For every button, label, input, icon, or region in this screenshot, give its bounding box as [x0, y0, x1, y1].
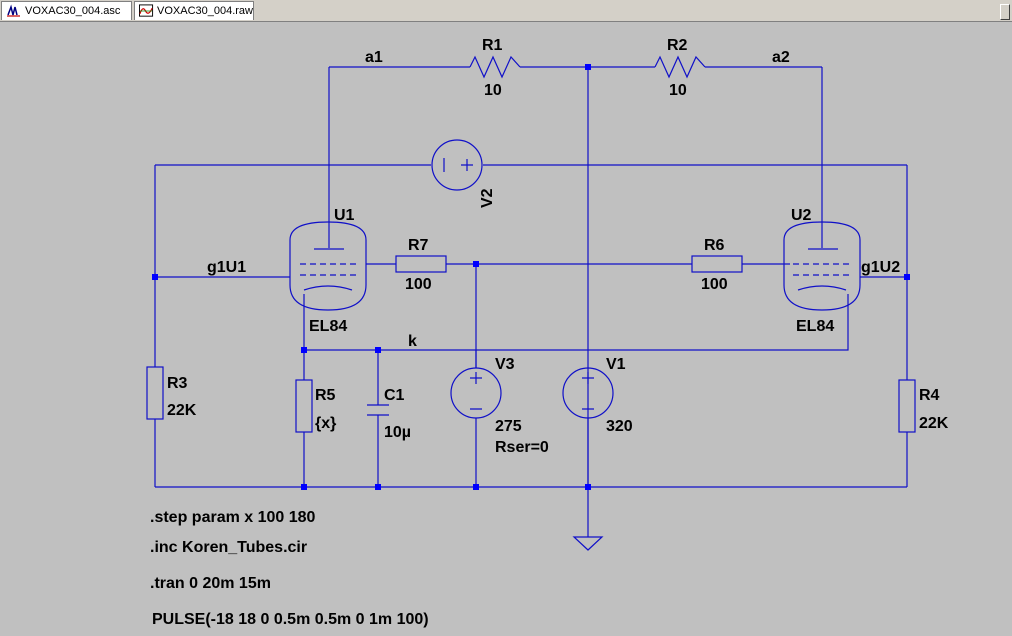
- r2-name: R2: [667, 37, 688, 54]
- spice-directive-tran[interactable]: .tran 0 20m 15m: [150, 575, 271, 592]
- wire-v2-rail: [154, 164, 908, 277]
- u2-value: EL84: [796, 318, 834, 335]
- r4-name: R4: [919, 387, 940, 404]
- r5-name: R5: [315, 387, 336, 404]
- wire-grid-nets: [154, 263, 908, 487]
- resistor-r6[interactable]: [691, 255, 743, 273]
- waveform-icon: [139, 4, 154, 17]
- spice-directive-include[interactable]: .inc Koren_Tubes.cir: [150, 539, 308, 556]
- v3-name: V3: [495, 356, 515, 373]
- junction: [375, 347, 381, 353]
- tab-waveform[interactable]: VOXAC30_004.raw: [134, 1, 254, 20]
- c1-value: 10µ: [384, 424, 411, 441]
- r7-value: 100: [405, 276, 432, 293]
- net-label-g1u1: g1U1: [207, 259, 246, 276]
- capacitor-c1[interactable]: [367, 404, 389, 416]
- voltage-source-v2[interactable]: [431, 139, 483, 191]
- junction: [375, 484, 381, 490]
- junction: [904, 274, 910, 280]
- u1-value: EL84: [309, 318, 347, 335]
- wire-ground-rail: [155, 418, 907, 537]
- tube-u1[interactable]: [289, 221, 367, 311]
- junction: [301, 347, 307, 353]
- net-label-k: k: [408, 333, 417, 350]
- r5-value: {x}: [315, 415, 336, 432]
- junction: [473, 484, 479, 490]
- schematic-canvas[interactable]: a1 a2 R1 10 R2 10 V2 U1 U2 R7 100 R6 100…: [0, 22, 1012, 636]
- voltage-source-v3[interactable]: [450, 367, 502, 419]
- resistor-r3[interactable]: [146, 366, 164, 420]
- c1-name: C1: [384, 387, 405, 404]
- spice-directive-pulse[interactable]: PULSE(-18 18 0 0.5m 0.5m 0 1m 100): [152, 611, 429, 628]
- net-label-a1: a1: [365, 49, 383, 66]
- r1-name: R1: [482, 37, 503, 54]
- r3-value: 22K: [167, 402, 197, 419]
- r1-value: 10: [484, 82, 502, 99]
- spice-directive-step[interactable]: .step param x 100 180: [150, 509, 316, 526]
- ground-symbol: [572, 536, 604, 551]
- tab-label: VOXAC30_004.asc: [25, 5, 121, 17]
- v3-rser: Rser=0: [495, 439, 549, 456]
- junction-dots: [152, 64, 910, 490]
- resistor-r2[interactable]: [654, 55, 706, 79]
- tube-u2[interactable]: [783, 221, 861, 311]
- r6-value: 100: [701, 276, 728, 293]
- v1-value: 320: [606, 418, 633, 435]
- schematic-icon: [7, 4, 20, 17]
- v1-name: V1: [606, 356, 626, 373]
- net-label-g1u2: g1U2: [861, 259, 900, 276]
- tab-label: VOXAC30_004.raw: [157, 5, 253, 17]
- tab-schematic[interactable]: VOXAC30_004.asc: [1, 1, 132, 20]
- v3-value: 275: [495, 418, 522, 435]
- resistor-r7[interactable]: [395, 255, 447, 273]
- junction: [585, 484, 591, 490]
- document-tab-bar: VOXAC30_004.asc VOXAC30_004.raw: [0, 0, 1012, 22]
- v2-name: V2: [479, 188, 496, 208]
- u2-name: U2: [791, 207, 812, 224]
- resistor-r5[interactable]: [295, 379, 313, 433]
- junction: [585, 64, 591, 70]
- junction: [152, 274, 158, 280]
- voltage-source-v1[interactable]: [562, 367, 614, 419]
- junction: [473, 261, 479, 267]
- tab-scroll-button[interactable]: [1000, 4, 1010, 20]
- r4-value: 22K: [919, 415, 949, 432]
- resistor-r1[interactable]: [469, 55, 521, 79]
- wire-cathode-net: [303, 302, 849, 487]
- junction: [301, 484, 307, 490]
- u1-name: U1: [334, 207, 355, 224]
- r7-name: R7: [408, 237, 429, 254]
- net-label-a2: a2: [772, 49, 790, 66]
- r3-name: R3: [167, 375, 188, 392]
- resistor-r4[interactable]: [898, 379, 916, 433]
- r2-value: 10: [669, 82, 687, 99]
- r6-name: R6: [704, 237, 725, 254]
